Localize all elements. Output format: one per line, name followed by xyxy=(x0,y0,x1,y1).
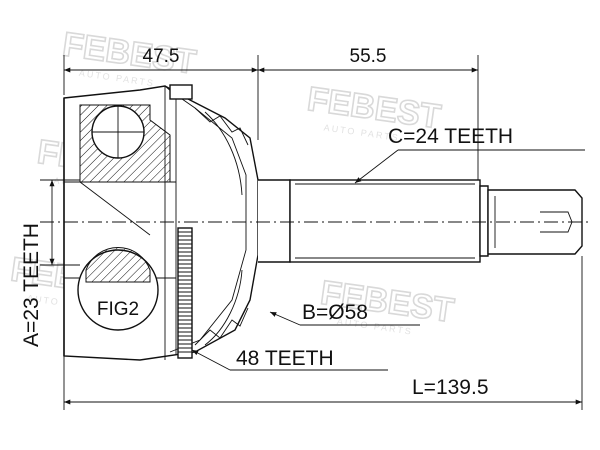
inner-spline-label: A=23 TEETH xyxy=(20,223,43,347)
total-length-label: L=139.5 xyxy=(412,376,489,399)
abs-label: 48 TEETH xyxy=(236,347,334,370)
diameter-callout: B=Ø58 xyxy=(269,301,420,326)
clip-tab xyxy=(169,84,193,100)
top-dimensions: 47.5 55.5 xyxy=(63,46,479,190)
dimension-right-label: 55.5 xyxy=(350,46,387,67)
fig2-detail: FIG2 xyxy=(77,246,159,331)
boot-ridges xyxy=(194,107,249,346)
dimension-left-label: 47.5 xyxy=(143,46,180,67)
abs-callout: 48 TEETH xyxy=(191,347,388,371)
fig2-label: FIG2 xyxy=(97,299,139,320)
outer-spline-callout: C=24 TEETH xyxy=(354,125,585,184)
total-dimension: L=139.5 xyxy=(63,256,583,410)
outer-spline-label: C=24 TEETH xyxy=(388,125,513,148)
stub-shaft xyxy=(258,179,583,263)
inner-spline-dimension: A=23 TEETH xyxy=(20,179,80,347)
abs-ring xyxy=(177,227,193,359)
ball-section-upper xyxy=(79,104,171,183)
diameter-label: B=Ø58 xyxy=(302,301,368,324)
